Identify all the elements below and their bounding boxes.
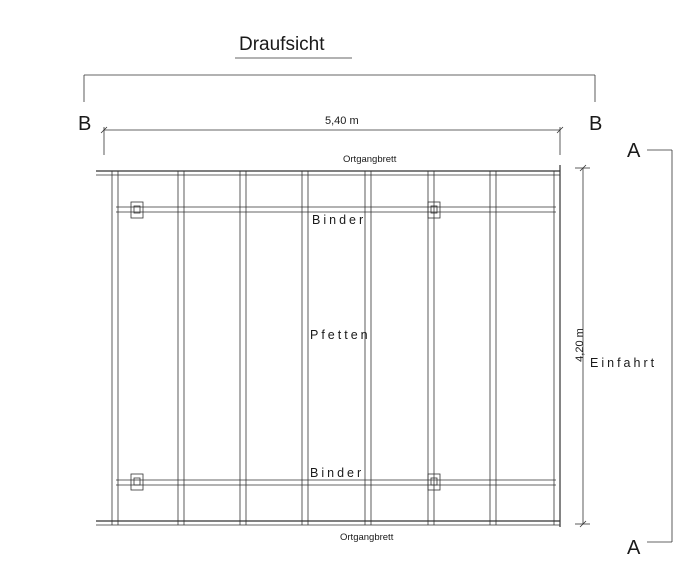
frame-side-right <box>553 165 561 527</box>
einfahrt-label: Einfahrt <box>590 356 657 370</box>
width-dimension-line <box>100 126 564 155</box>
depth-dimension-text: 4,20 m <box>574 328 586 362</box>
ortgangbrett-label-top: Ortgangbrett <box>343 154 397 165</box>
frame-side-left <box>111 171 119 525</box>
pfetten-group <box>177 171 497 525</box>
pfette <box>364 171 372 525</box>
post-bracket <box>130 201 144 219</box>
width-dimension-text: 5,40 m <box>325 115 359 127</box>
pfetten-label: Pfetten <box>310 328 371 342</box>
section-label-a-top: A <box>627 140 641 162</box>
pfette <box>301 171 309 525</box>
binder-label-top: Binder <box>312 213 366 227</box>
drawing-title: Draufsicht <box>239 34 325 55</box>
section-label-b-left: B <box>78 113 91 135</box>
binder-bottom <box>116 479 556 486</box>
binder-top <box>116 206 556 213</box>
section-label-a-bottom: A <box>627 537 641 559</box>
ortgangbrett-label-bottom: Ortgangbrett <box>340 532 394 543</box>
section-line-b <box>83 74 596 102</box>
pfette <box>489 171 497 525</box>
pfette <box>177 171 185 525</box>
section-label-b-right: B <box>589 113 602 135</box>
pfette <box>427 171 435 525</box>
post-bracket <box>130 473 144 491</box>
section-line-a <box>647 149 673 543</box>
ortgangbrett-bottom <box>96 520 560 526</box>
ortgangbrett-top <box>96 170 560 176</box>
depth-dimension-line <box>575 164 590 528</box>
pfette <box>239 171 247 525</box>
binder-label-bottom: Binder <box>310 466 364 480</box>
post-bracket <box>427 473 441 491</box>
post-bracket <box>427 201 441 219</box>
